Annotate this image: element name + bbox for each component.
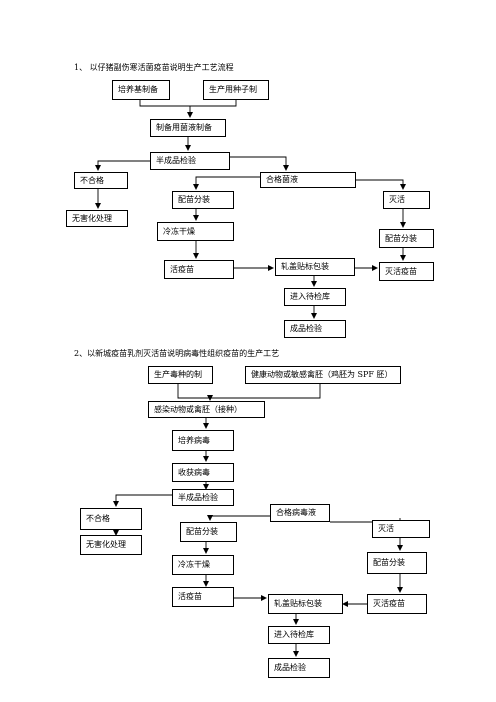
node-inoculate: 感染动物或禽胚（接种） xyxy=(148,401,265,418)
connector xyxy=(139,100,190,107)
node-cultivate-virus: 培养病毒 xyxy=(172,430,234,451)
node-qualified-liquid: 合格菌液 xyxy=(260,172,356,188)
node-freeze-dry-2: 冷冻干燥 xyxy=(172,555,234,575)
node-final-check: 成品检验 xyxy=(284,320,346,338)
node-inactivated-vaccine: 灭活疫苗 xyxy=(379,262,434,281)
arrow xyxy=(95,160,150,171)
node-virus-seed-prep: 生产毒种的制 xyxy=(148,366,213,384)
node-seal-label-pack: 轧盖贴标包装 xyxy=(275,258,355,276)
arrow xyxy=(207,515,270,521)
node-inactivate-2: 灭活 xyxy=(372,520,430,538)
node-harmless-treatment-2: 无害化处理 xyxy=(80,535,142,555)
node-inactivate: 灭活 xyxy=(383,191,430,209)
node-seal-label-pack-2: 轧盖贴标包装 xyxy=(268,594,343,614)
section2-heading: 2、以新城疫苗乳剂灭活苗说明病毒性组织疫苗的生产工艺 xyxy=(74,349,280,358)
node-storage-2: 进入待检库 xyxy=(268,626,330,644)
node-fail: 不合格 xyxy=(74,172,128,189)
node-harvest-virus: 收获病毒 xyxy=(172,463,234,482)
node-medium-prep: 培养基制备 xyxy=(112,80,170,100)
node-culture-prep: 制备用菌液制备 xyxy=(150,119,226,137)
node-freeze-dry: 冷冻干燥 xyxy=(157,222,234,241)
node-semi-product-check: 半成品检验 xyxy=(150,152,230,170)
connector xyxy=(190,100,237,107)
arrow xyxy=(230,156,289,171)
connector xyxy=(210,384,321,399)
node-qualified-virus: 合格病毒液 xyxy=(270,504,330,522)
connector xyxy=(177,384,210,399)
node-dispense-inactivated: 配苗分装 xyxy=(379,229,434,248)
node-healthy-embryo: 健康动物或敏感禽胚（鸡胚为 SPF 胚） xyxy=(245,366,401,384)
section1-heading: 1、 以仔猪副伤寒活菌疫苗说明生产工艺流程 xyxy=(74,63,234,72)
node-inactivated-vaccine-2: 灭活疫苗 xyxy=(367,594,427,614)
node-harmless-treatment: 无害化处理 xyxy=(66,210,128,227)
node-fail-2: 不合格 xyxy=(80,508,142,530)
node-live-vaccine-2: 活疫苗 xyxy=(172,587,234,607)
node-dispense-live-2: 配苗分装 xyxy=(180,522,237,542)
node-live-vaccine: 活疫苗 xyxy=(164,260,234,279)
node-dispense-inactivated-2: 配苗分装 xyxy=(367,552,427,574)
node-storage: 进入待检库 xyxy=(284,288,346,306)
node-seed-prep: 生产用种子制 xyxy=(203,80,269,100)
node-semi-product-check-2: 半成品检验 xyxy=(172,489,234,506)
arrow xyxy=(193,176,260,190)
node-final-check-2: 成品检验 xyxy=(268,658,330,678)
arrow xyxy=(356,179,406,190)
arrow xyxy=(113,494,172,507)
node-dispense-live: 配苗分装 xyxy=(172,191,234,209)
